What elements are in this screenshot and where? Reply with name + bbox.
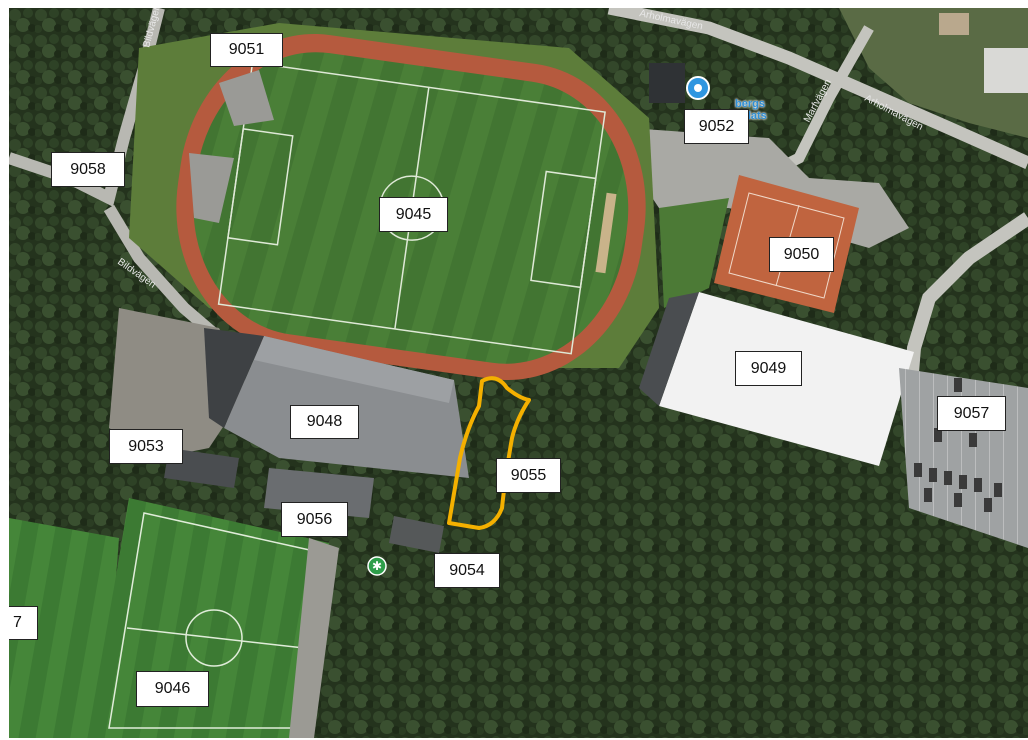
building-9052 <box>649 63 685 103</box>
location-pin-center <box>694 84 702 92</box>
infield-area <box>219 70 274 126</box>
label-9052[interactable]: 9052 <box>684 109 749 144</box>
lawn <box>659 198 729 308</box>
label-9047-partial[interactable]: 7 <box>9 606 38 640</box>
house-roof <box>939 13 969 35</box>
hall-shadow <box>639 292 699 406</box>
poi-label-line1: bergs <box>735 98 765 110</box>
walking-icon-glyph: ✱ <box>372 559 382 573</box>
residential-area <box>839 8 1028 138</box>
infield-area <box>189 153 234 223</box>
arena-shadow <box>204 328 264 428</box>
house-roof <box>984 48 1028 93</box>
label-9053[interactable]: 9053 <box>109 429 183 464</box>
building-9054 <box>389 516 444 553</box>
label-9056[interactable]: 9056 <box>281 502 348 537</box>
path-strip <box>289 538 339 738</box>
label-9058[interactable]: 9058 <box>51 152 125 187</box>
access-road-east <box>902 212 1028 409</box>
label-9054[interactable]: 9054 <box>434 553 500 588</box>
aerial-map[interactable]: ✱ Bildvägen Bildvägen Arholmavägen Arhol… <box>9 8 1028 738</box>
label-9045[interactable]: 9045 <box>379 197 448 232</box>
turf-pitch-west <box>9 518 119 738</box>
bildvagen-road-south <box>103 204 223 343</box>
label-9048[interactable]: 9048 <box>290 405 359 439</box>
label-9051[interactable]: 9051 <box>210 33 283 67</box>
parked-cars <box>914 378 1002 512</box>
label-9049[interactable]: 9049 <box>735 351 802 386</box>
label-9046[interactable]: 9046 <box>136 671 209 707</box>
long-jump-pit <box>595 192 617 274</box>
label-9050[interactable]: 9050 <box>769 237 834 272</box>
label-9055[interactable]: 9055 <box>496 458 561 493</box>
label-9057[interactable]: 9057 <box>937 396 1006 431</box>
arholmavagen-road <box>607 8 1028 169</box>
satellite-image: ✱ Bildvägen Bildvägen Arholmavägen Arhol… <box>9 8 1028 738</box>
walking-icon[interactable] <box>367 556 387 576</box>
arena-roof-ridge <box>254 336 454 403</box>
